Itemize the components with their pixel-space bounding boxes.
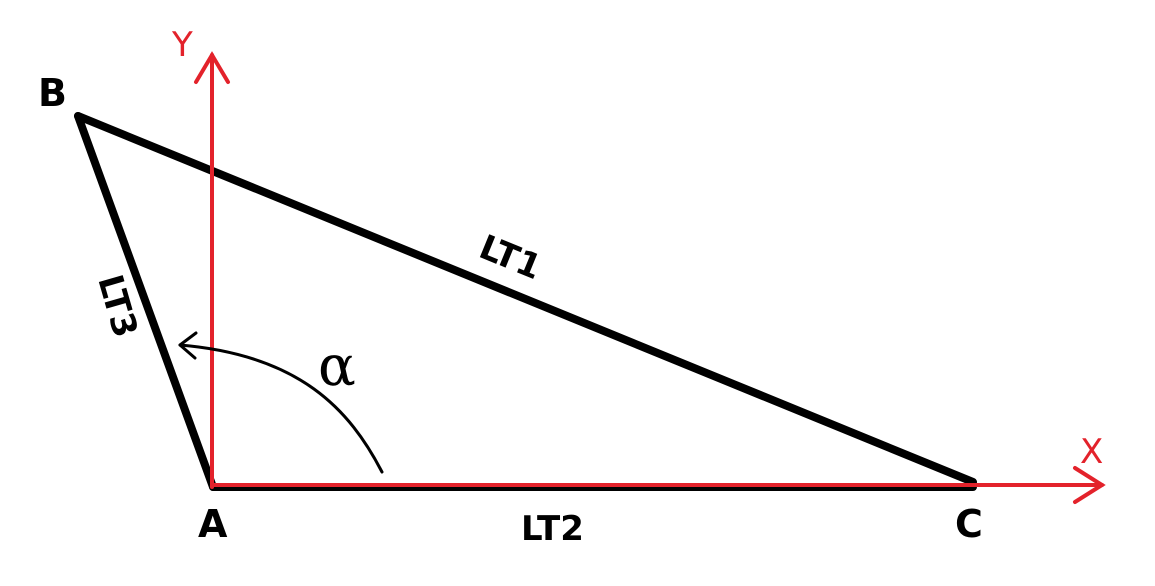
x-axis-label: X: [1080, 432, 1103, 472]
y-axis: [194, 51, 230, 489]
side-lt3-edge: [74, 112, 217, 491]
vertex-label-b: B: [38, 71, 67, 115]
angle-alpha-arc: [178, 331, 384, 474]
vertex-label-c: C: [955, 502, 983, 546]
angle-alpha-label: α: [318, 334, 356, 399]
x-axis: [211, 466, 1106, 504]
side-label-lt2: LT2: [521, 509, 584, 549]
y-axis-label: Y: [171, 25, 193, 65]
vertex-label-a: A: [198, 502, 228, 546]
side-lt1-edge: [74, 112, 977, 486]
